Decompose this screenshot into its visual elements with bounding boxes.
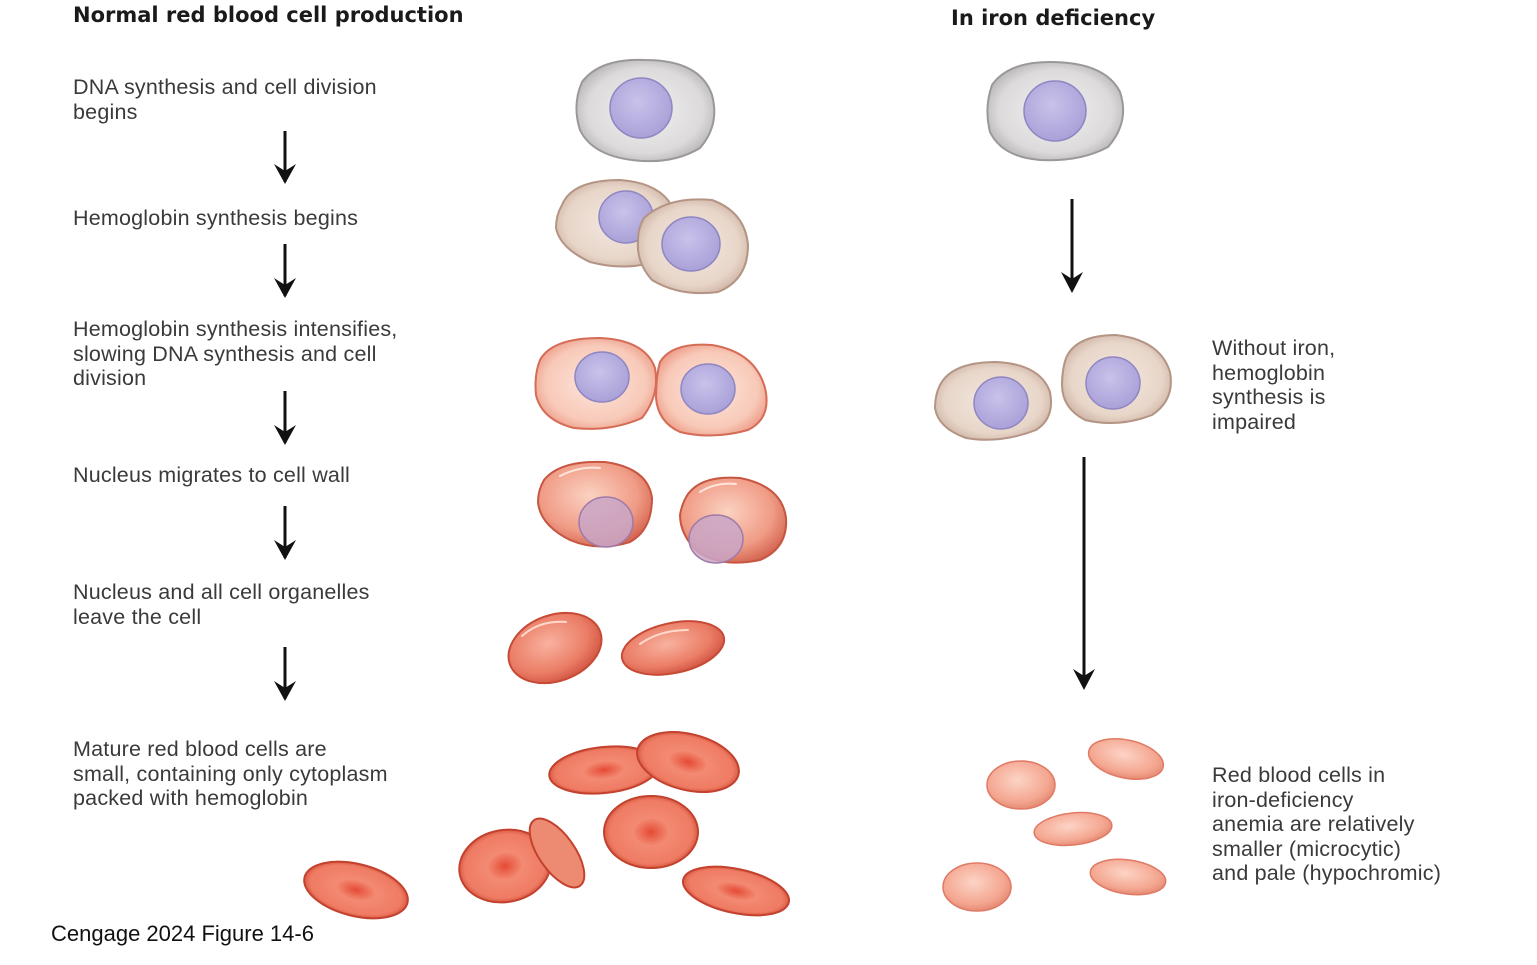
text-line: impaired [1212, 409, 1297, 434]
reticulocyte-pair [507, 611, 726, 685]
text-line: packed with hemoglobin [73, 786, 309, 810]
step-label-nucleus-migrates: Nucleus migrates to cell wall [73, 463, 350, 488]
arrow-down-icon [274, 131, 296, 184]
text-line: slowing DNA synthesis and cell [73, 341, 377, 366]
iron-deficiency-heading: In iron deficiency [951, 6, 1156, 30]
flow-arrows-iron [1061, 199, 1095, 690]
early-erythroblast-pair [554, 178, 750, 295]
figure-credit: Cengage 2024 Figure 14-6 [51, 921, 314, 946]
text-line: Without iron, [1212, 336, 1336, 360]
flow-arrows-normal [274, 131, 296, 701]
text-line: iron-deficiency [1212, 787, 1354, 812]
text-line: Hemoglobin synthesis intensifies, [73, 317, 398, 341]
step-label-hemoglobin-intensifies: Hemoglobin synthesis intensifies, slowin… [73, 317, 397, 391]
mature-red-blood-cells [303, 731, 791, 920]
text-line: Mature red blood cells are [73, 737, 327, 761]
text-line: and pale (hypochromic) [1212, 861, 1442, 885]
arrow-down-icon [274, 506, 296, 560]
text-line: small, containing only cytoplasm [73, 761, 388, 786]
text-line: division [73, 366, 147, 390]
step-label-hemoglobin-begins: Hemoglobin synthesis begins [73, 206, 358, 231]
arrow-down-icon [274, 647, 296, 701]
arrow-down-icon [1061, 199, 1083, 293]
text-line: Nucleus migrates to cell wall [73, 463, 351, 487]
text-line: Red blood cells in [1212, 763, 1386, 787]
text-line: DNA synthesis and cell division [73, 75, 377, 99]
text-line: Hemoglobin synthesis begins [73, 206, 359, 230]
text-line: hemoglobin [1212, 360, 1326, 385]
arrow-down-icon [274, 391, 296, 445]
text-line: leave the cell [73, 604, 202, 629]
text-line: anemia are relatively [1212, 812, 1415, 836]
text-line: smaller (microcytic) [1212, 836, 1402, 861]
text-line: synthesis is [1212, 385, 1326, 409]
arrow-down-icon [1073, 457, 1095, 690]
stem-cell-iron [986, 60, 1124, 162]
text-line: Nucleus and all cell organelles [73, 580, 370, 604]
note-microcytic-hypochromic: Red blood cells in iron-deficiency anemi… [1212, 763, 1441, 886]
hemoglobin-erythroblast-pair [534, 336, 768, 437]
step-label-nucleus-leaves: Nucleus and all cell organelles leave th… [73, 580, 370, 629]
arrow-down-icon [274, 244, 296, 298]
impaired-erythroblast-pair [933, 333, 1172, 441]
normal-production-heading: Normal red blood cell production [73, 3, 464, 27]
migrating-nucleus-pair [536, 460, 788, 564]
stem-cell-normal [575, 58, 716, 163]
step-label-dna-synthesis: DNA synthesis and cell division begins [73, 75, 377, 124]
note-without-iron: Without iron, hemoglobin synthesis is im… [1212, 336, 1335, 434]
text-line: begins [73, 99, 138, 124]
step-label-mature-cells: Mature red blood cells are small, contai… [73, 737, 388, 811]
microcytic-red-blood-cells [942, 738, 1167, 912]
